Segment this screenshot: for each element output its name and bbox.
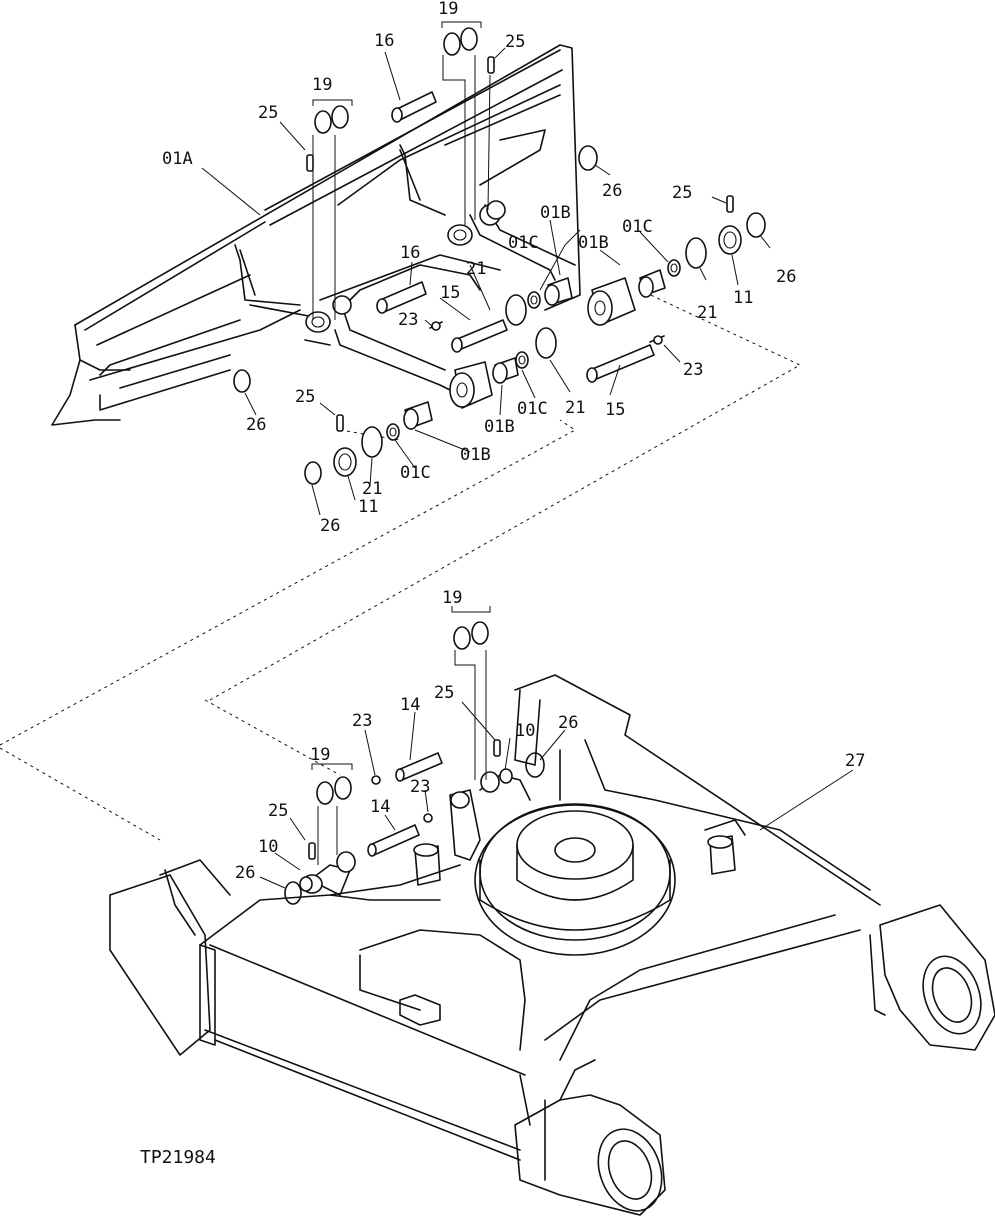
label-11: 11 xyxy=(358,497,378,517)
label-01b: 01B xyxy=(578,233,609,253)
label-01a-blade: 01A xyxy=(162,149,193,169)
leader-lines xyxy=(201,21,854,889)
label-01c: 01C xyxy=(508,233,539,253)
label-27: 27 xyxy=(845,751,865,771)
label-23: 23 xyxy=(398,310,418,330)
label-10: 10 xyxy=(258,837,278,857)
pivot-bushings xyxy=(403,269,666,430)
pins-and-bolts xyxy=(306,56,734,432)
label-23: 23 xyxy=(410,777,430,797)
label-16: 16 xyxy=(374,31,394,51)
label-01c: 01C xyxy=(622,217,653,237)
callout-labels: 01A 25 19 16 19 25 26 25 01B 01C 01C 01B… xyxy=(140,0,865,1168)
label-25: 25 xyxy=(505,32,525,52)
label-19: 19 xyxy=(310,745,330,765)
label-26: 26 xyxy=(246,415,266,435)
label-19: 19 xyxy=(438,0,458,19)
label-25: 25 xyxy=(672,183,692,203)
label-16: 16 xyxy=(400,243,420,263)
label-26: 26 xyxy=(602,181,622,201)
label-26: 26 xyxy=(235,863,255,883)
label-23: 23 xyxy=(352,711,372,731)
label-21: 21 xyxy=(466,259,486,279)
track-frame xyxy=(109,674,995,1216)
label-26: 26 xyxy=(558,713,578,733)
label-01b: 01B xyxy=(540,203,571,223)
label-14: 14 xyxy=(370,797,390,817)
frame-bosses xyxy=(301,771,746,896)
label-25: 25 xyxy=(268,801,288,821)
label-14: 14 xyxy=(400,695,420,715)
label-01c: 01C xyxy=(400,463,431,483)
swing-bearing xyxy=(474,803,676,956)
frame-pins-and-hardware xyxy=(284,739,545,905)
label-11: 11 xyxy=(733,288,753,308)
label-26: 26 xyxy=(776,267,796,287)
label-15: 15 xyxy=(605,400,625,420)
label-25: 25 xyxy=(295,387,315,407)
label-01b: 01B xyxy=(460,445,491,465)
label-15: 15 xyxy=(440,283,460,303)
label-01b: 01B xyxy=(484,417,515,437)
label-25: 25 xyxy=(258,103,278,123)
label-21: 21 xyxy=(362,479,382,499)
assembly-guide-lines xyxy=(0,289,802,841)
blade-clevis-bosses xyxy=(305,200,506,333)
figure-reference-number: TP21984 xyxy=(140,1147,216,1168)
label-19: 19 xyxy=(442,588,462,608)
washers-and-seals xyxy=(233,145,766,485)
label-21: 21 xyxy=(697,303,717,323)
label-01c: 01C xyxy=(517,399,548,419)
label-23: 23 xyxy=(683,360,703,380)
label-26: 26 xyxy=(320,516,340,536)
label-19: 19 xyxy=(312,75,332,95)
label-25: 25 xyxy=(434,683,454,703)
label-21: 21 xyxy=(565,398,585,418)
snap-ring-pairs xyxy=(314,27,489,805)
label-10: 10 xyxy=(515,721,535,741)
